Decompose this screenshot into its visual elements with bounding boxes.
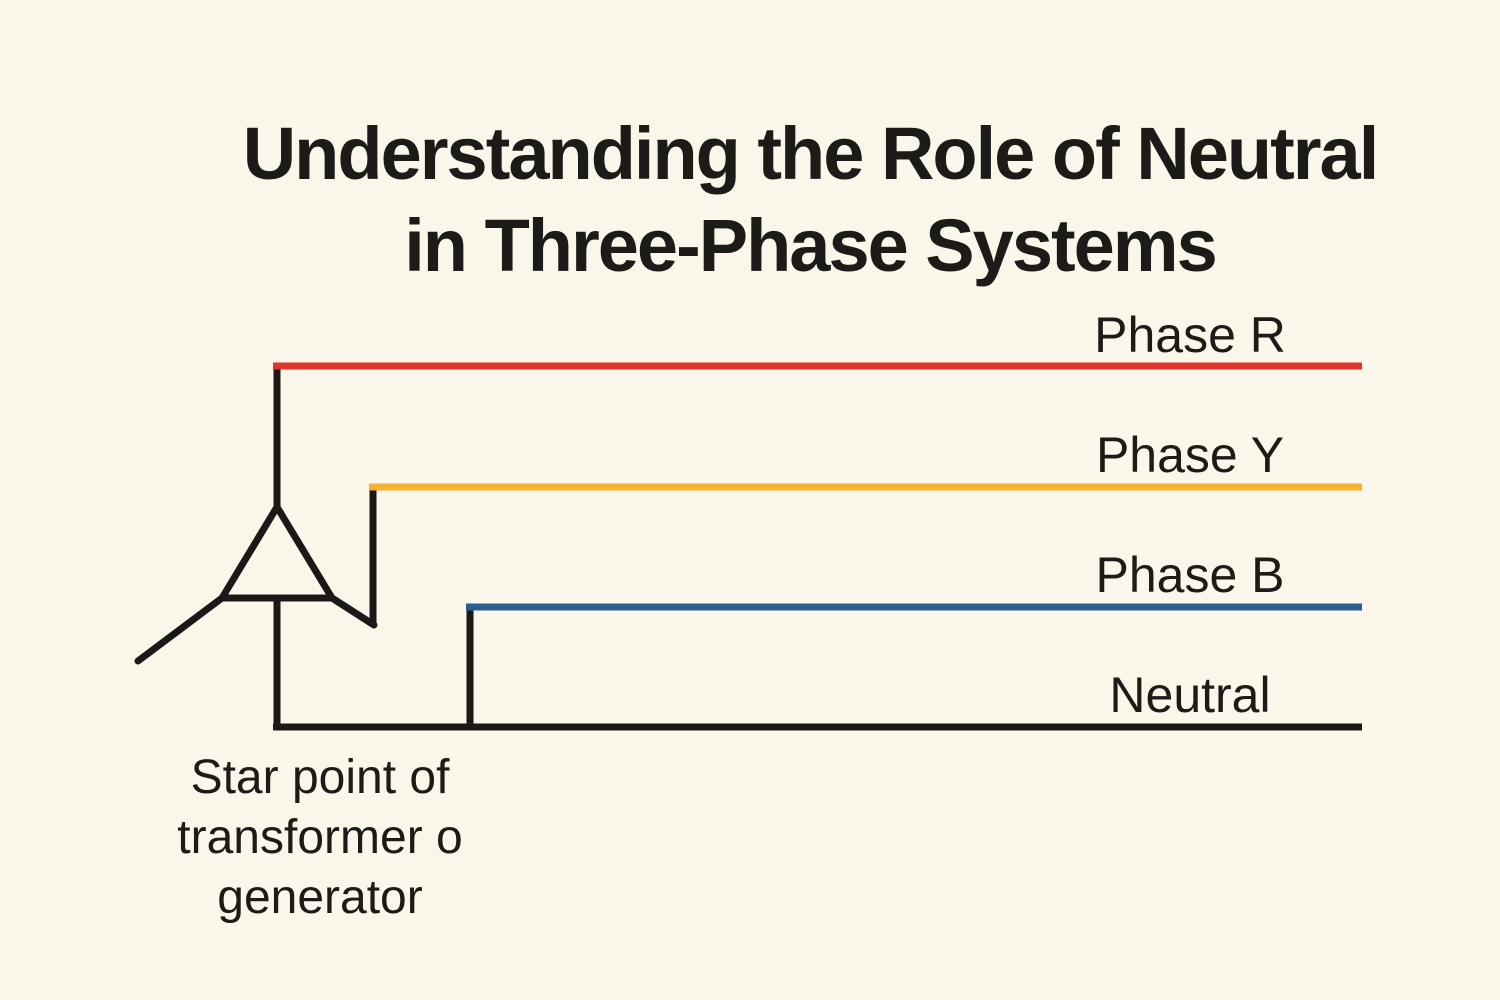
page-title-line1: Understanding the Role of Neutral — [242, 111, 1380, 195]
phase-r-label: Phase R — [1094, 307, 1286, 363]
winding-left-line — [134, 594, 226, 665]
winding-right-line — [328, 594, 378, 629]
star-point-label-line3: generator — [217, 871, 423, 924]
star-point-label-line1: Star point of — [190, 751, 450, 804]
page-title-line2: in Three-Phase Systems — [404, 203, 1217, 287]
star-point-label: Star point of transformer o generator — [80, 748, 560, 928]
page-title: Understanding the Role of Neutral in Thr… — [120, 108, 1500, 292]
phase-b-label: Phase B — [1095, 547, 1285, 603]
star-point-symbol-icon — [134, 363, 474, 730]
phase-y-label: Phase Y — [1095, 427, 1285, 483]
delta-triangle-icon — [218, 503, 336, 602]
star-point-label-line2: transformer o — [177, 811, 463, 864]
neutral-label: Neutral — [1109, 667, 1271, 723]
